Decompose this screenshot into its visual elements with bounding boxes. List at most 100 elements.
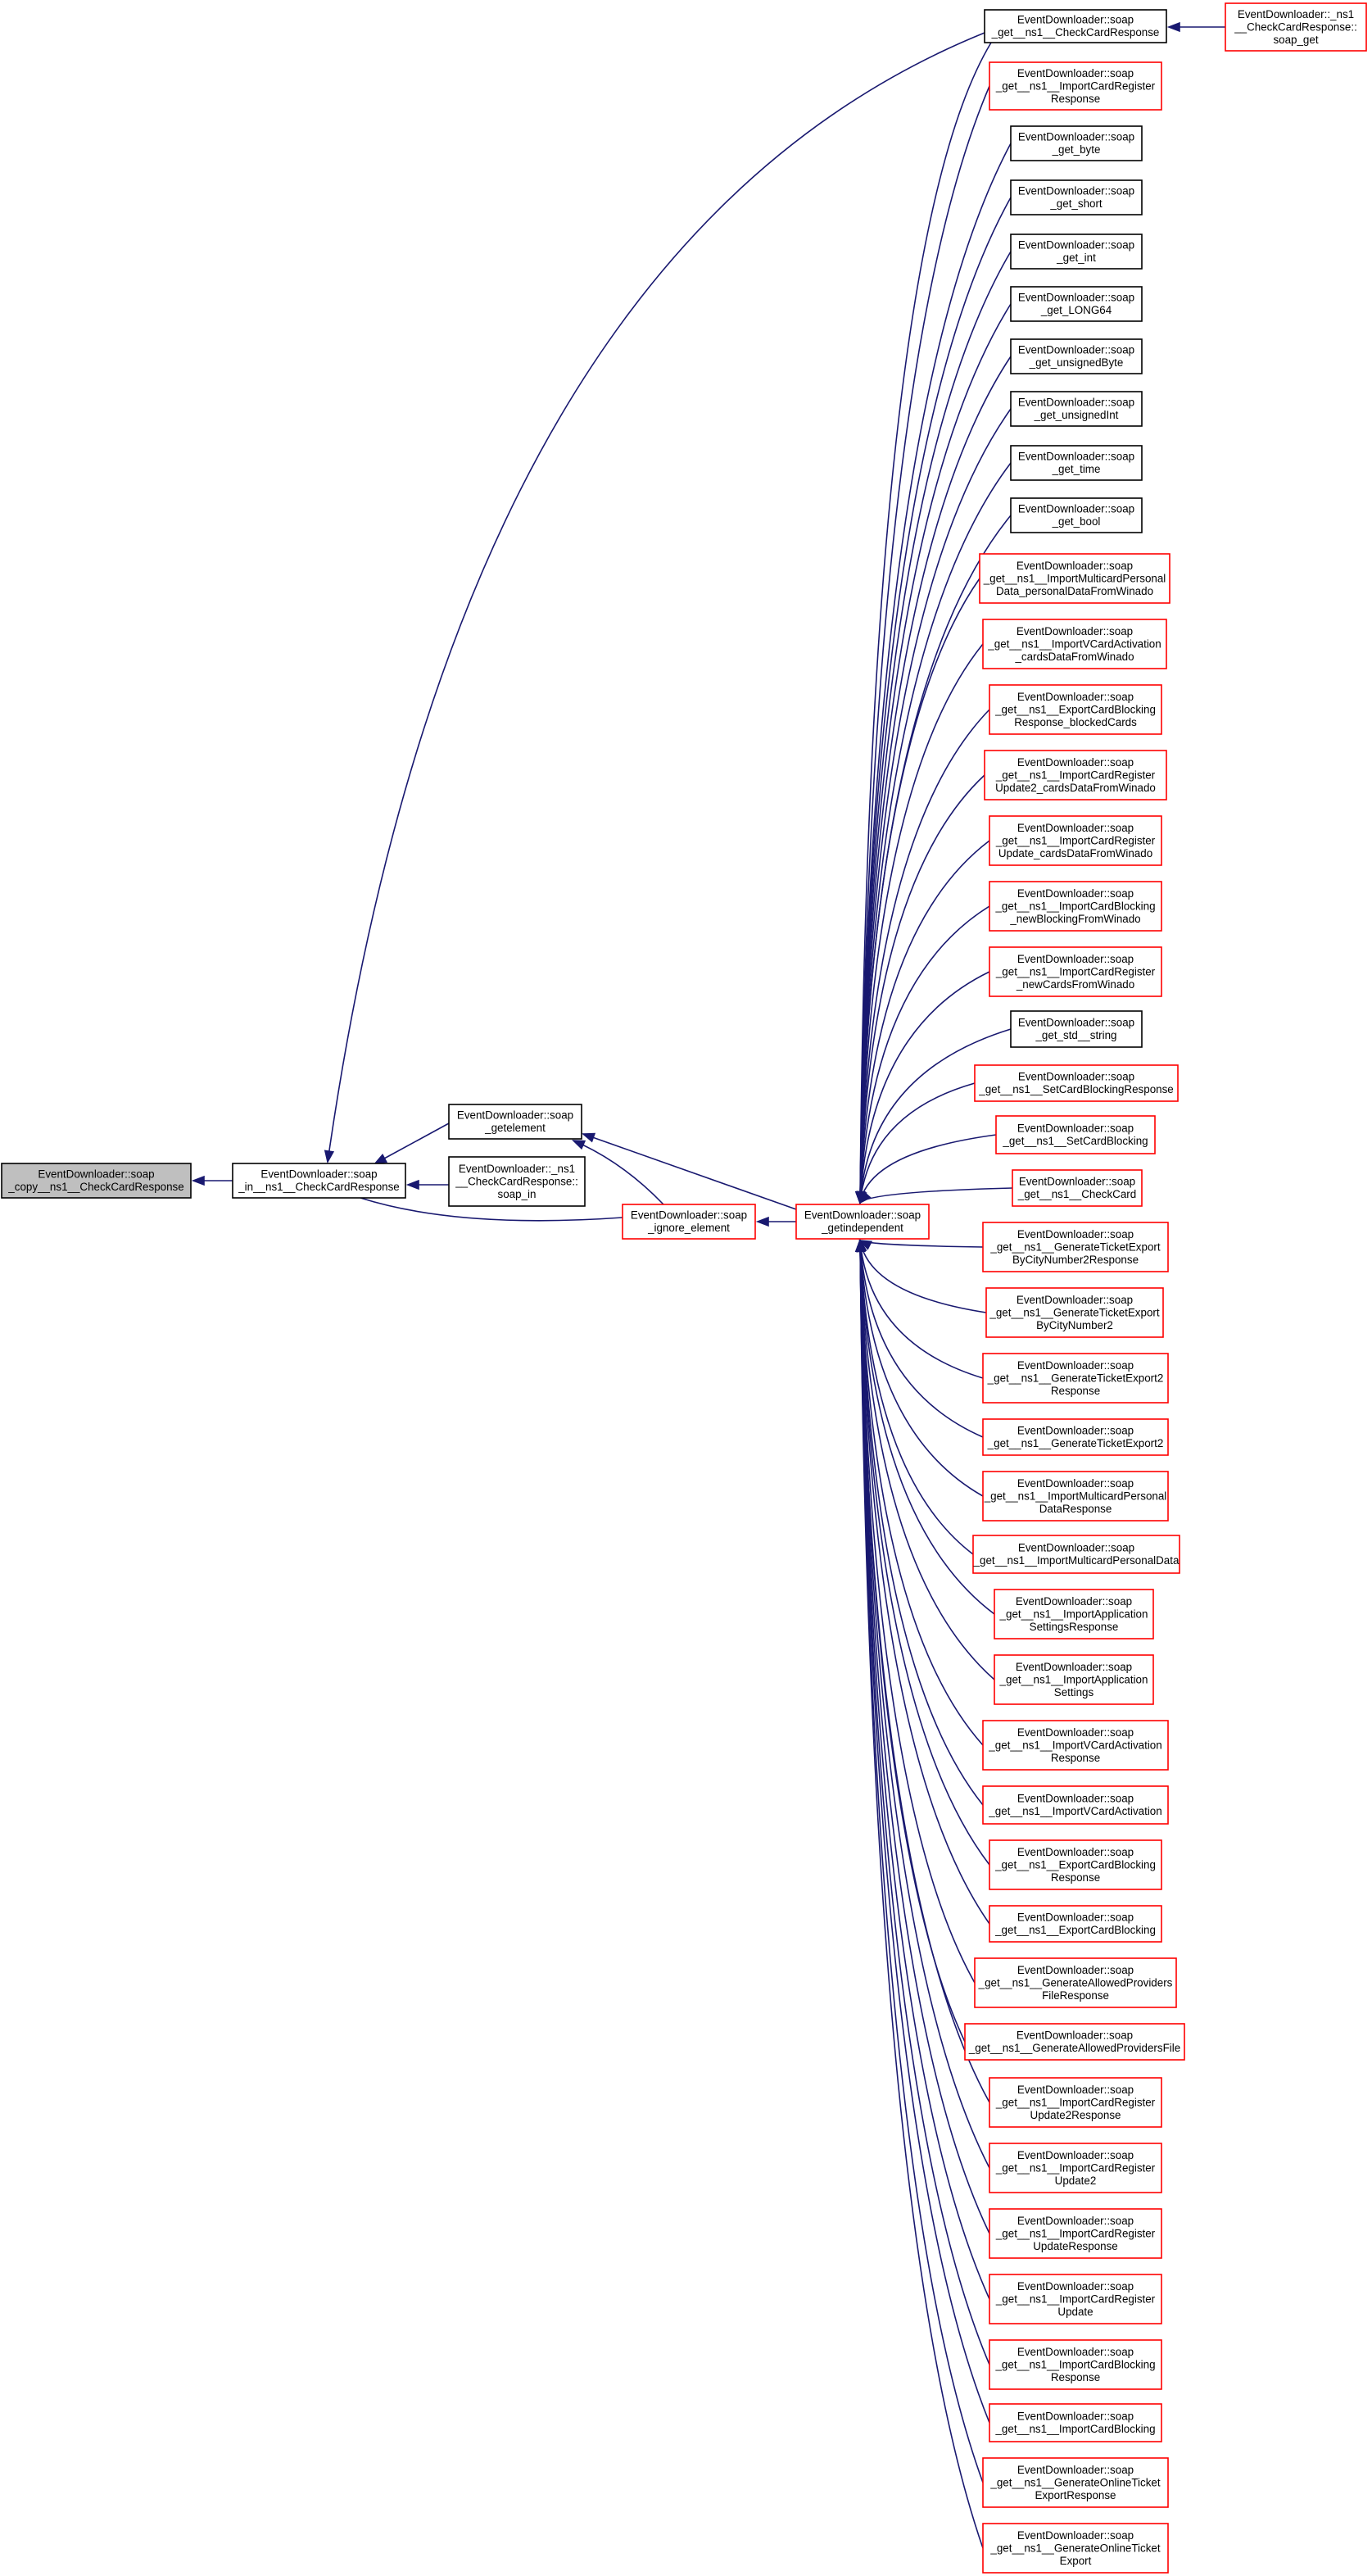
edge-line	[859, 840, 990, 1204]
edge-cls_soap_get-to-get_check_resp	[1166, 21, 1225, 33]
node-box	[989, 1905, 1162, 1943]
node-r31[interactable]: EventDownloader::soap_get__ns1__ExportCa…	[989, 1839, 1162, 1890]
node-label-line: EventDownloader::soap	[1017, 1477, 1134, 1490]
node-label-line: _get__ns1__GenerateOnlineTicket	[989, 2542, 1160, 2554]
node-label-line: EventDownloader::soap	[260, 1168, 377, 1181]
node-r19[interactable]: EventDownloader::soap_get__ns1__SetCardB…	[995, 1115, 1156, 1154]
edge-r21-to-getindep	[858, 1240, 984, 1250]
node-box	[995, 1115, 1156, 1154]
edge-line	[859, 1240, 995, 1680]
node-label-line: _get_bool	[1052, 515, 1101, 528]
node-label-line: EventDownloader::_ns1	[1238, 8, 1354, 20]
node-r37[interactable]: EventDownloader::soap_get__ns1__ImportCa…	[989, 2208, 1162, 2259]
node-box	[979, 553, 1171, 604]
node-box	[989, 2339, 1162, 2390]
node-r36[interactable]: EventDownloader::soap_get__ns1__ImportCa…	[989, 2143, 1162, 2193]
edge-r18-to-getindep	[856, 1082, 976, 1205]
node-label-line: Response	[1051, 93, 1100, 105]
edge-line	[859, 1240, 984, 2549]
node-r38[interactable]: EventDownloader::soap_get__ns1__ImportCa…	[989, 2274, 1162, 2324]
node-r35[interactable]: EventDownloader::soap_get__ns1__ImportCa…	[989, 2077, 1162, 2128]
node-r18[interactable]: EventDownloader::soap_get__ns1__SetCardB…	[974, 1064, 1179, 1102]
node-r29[interactable]: EventDownloader::soap_get__ns1__ImportVC…	[982, 1720, 1169, 1771]
node-label-line: EventDownloader::soap	[1017, 1846, 1134, 1858]
node-r32[interactable]: EventDownloader::soap_get__ns1__ExportCa…	[989, 1905, 1162, 1943]
node-r15[interactable]: EventDownloader::soap_get__ns1__ImportCa…	[989, 881, 1162, 932]
node-label-line: EventDownloader::soap	[1018, 397, 1134, 409]
node-label-line: EventDownloader::soap	[1018, 1017, 1134, 1029]
node-label-line: _get__ns1__CheckCard	[1017, 1188, 1136, 1200]
edge-r17-to-getindep	[855, 1028, 1012, 1205]
node-box	[982, 1353, 1169, 1404]
node-r10[interactable]: EventDownloader::soap_get__ns1__ImportMu…	[979, 553, 1171, 604]
node-box	[1010, 125, 1143, 161]
node-box	[982, 2457, 1169, 2508]
node-label-line: _get_std__string	[1035, 1029, 1116, 1041]
node-box	[448, 1156, 586, 1207]
edge-line	[859, 971, 990, 1204]
node-box	[1225, 2, 1367, 52]
node-r33[interactable]: EventDownloader::soap_get__ns1__Generate…	[974, 1957, 1177, 2008]
node-label-line: ByCityNumber2	[1036, 1319, 1113, 1331]
node-r41[interactable]: EventDownloader::soap_get__ns1__Generate…	[982, 2457, 1169, 2508]
node-box	[795, 1204, 930, 1240]
node-r24[interactable]: EventDownloader::soap_get__ns1__Generate…	[982, 1418, 1169, 1456]
node-root: EventDownloader::soap_copy__ns1__CheckCa…	[1, 1163, 192, 1199]
node-label-line: _get__ns1__ImportVCardActivation	[988, 1739, 1161, 1751]
node-label-line: soap_get	[1273, 34, 1318, 46]
node-r23[interactable]: EventDownloader::soap_get__ns1__Generate…	[982, 1353, 1169, 1404]
node-label-line: EventDownloader::soap	[1017, 1228, 1134, 1240]
edge-line	[859, 1240, 974, 1555]
edge-line	[859, 1240, 984, 1806]
node-label-line: _get_byte	[1052, 143, 1101, 156]
node-ignore[interactable]: EventDownloader::soap_ignore_element	[622, 1204, 756, 1240]
node-box	[622, 1204, 756, 1240]
edge-line	[859, 1240, 995, 1615]
node-r21[interactable]: EventDownloader::soap_get__ns1__Generate…	[982, 1222, 1169, 1272]
node-label-line: __CheckCardResponse::	[1234, 20, 1357, 33]
arrowhead	[858, 1240, 873, 1250]
node-r14[interactable]: EventDownloader::soap_get__ns1__ImportCa…	[989, 815, 1162, 866]
edge-line	[859, 1187, 1013, 1204]
node-label-line: _get__ns1__ImportApplication	[999, 1608, 1148, 1620]
node-r25[interactable]: EventDownloader::soap_get__ns1__ImportMu…	[982, 1471, 1169, 1522]
node-r11[interactable]: EventDownloader::soap_get__ns1__ImportVC…	[982, 619, 1167, 669]
node-label-line: _get__ns1__GenerateTicketExport2	[987, 1372, 1164, 1384]
node-getindep[interactable]: EventDownloader::soap_getindependent	[795, 1204, 930, 1240]
node-r27[interactable]: EventDownloader::soap_get__ns1__ImportAp…	[994, 1589, 1154, 1639]
node-label-line: _get_time	[1052, 463, 1101, 475]
node-box	[994, 1589, 1154, 1639]
node-r13[interactable]: EventDownloader::soap_get__ns1__ImportCa…	[984, 750, 1167, 800]
arrowhead	[1166, 21, 1180, 33]
node-r16[interactable]: EventDownloader::soap_get__ns1__ImportCa…	[989, 946, 1162, 997]
node-label-line: EventDownloader::soap	[1018, 185, 1134, 197]
node-r34[interactable]: EventDownloader::soap_get__ns1__Generate…	[964, 2023, 1185, 2061]
node-box	[974, 1064, 1179, 1102]
node-label-line: _get__ns1__ImportVCardActivation	[987, 637, 1161, 650]
node-r12[interactable]: EventDownloader::soap_get__ns1__ExportCa…	[989, 684, 1162, 735]
node-r39[interactable]: EventDownloader::soap_get__ns1__ImportCa…	[989, 2339, 1162, 2390]
edge-line	[859, 1240, 976, 1984]
node-r22[interactable]: EventDownloader::soap_get__ns1__Generate…	[985, 1287, 1164, 1338]
node-r28[interactable]: EventDownloader::soap_get__ns1__ImportAp…	[994, 1654, 1154, 1705]
node-r26[interactable]: EventDownloader::soap_get__ns1__ImportMu…	[972, 1535, 1180, 1574]
node-r30[interactable]: EventDownloader::soap_get__ns1__ImportVC…	[982, 1785, 1169, 1825]
node-r1[interactable]: EventDownloader::soap_get__ns1__ImportCa…	[989, 61, 1162, 111]
node-label-line: EventDownloader::soap	[1017, 1122, 1134, 1135]
node-label-line: Response	[1051, 1752, 1100, 1764]
edge-r20-to-getindep	[858, 1187, 1013, 1204]
edge-getindep-to-ignore	[755, 1216, 796, 1227]
node-label-line: _get_unsignedByte	[1029, 356, 1124, 369]
node-box	[1010, 286, 1143, 322]
node-label-line: _get__ns1__ImportApplication	[999, 1673, 1148, 1685]
node-label-line: EventDownloader::soap	[1017, 2084, 1134, 2096]
node-label-line: EventDownloader::soap	[457, 1109, 573, 1122]
node-label-line: EventDownloader::soap	[1017, 625, 1133, 637]
node-r40[interactable]: EventDownloader::soap_get__ns1__ImportCa…	[989, 2403, 1162, 2442]
node-label-line: EventDownloader::soap	[1018, 292, 1134, 304]
node-label-line: _get__ns1__ImportMulticardPersonal	[983, 572, 1166, 584]
node-r42[interactable]: EventDownloader::soap_get__ns1__Generate…	[982, 2523, 1169, 2574]
node-cls_soap_get[interactable]: EventDownloader::_ns1__CheckCardResponse…	[1225, 2, 1367, 52]
node-box	[989, 2274, 1162, 2324]
node-r20[interactable]: EventDownloader::soap_get__ns1__CheckCar…	[1012, 1169, 1143, 1207]
